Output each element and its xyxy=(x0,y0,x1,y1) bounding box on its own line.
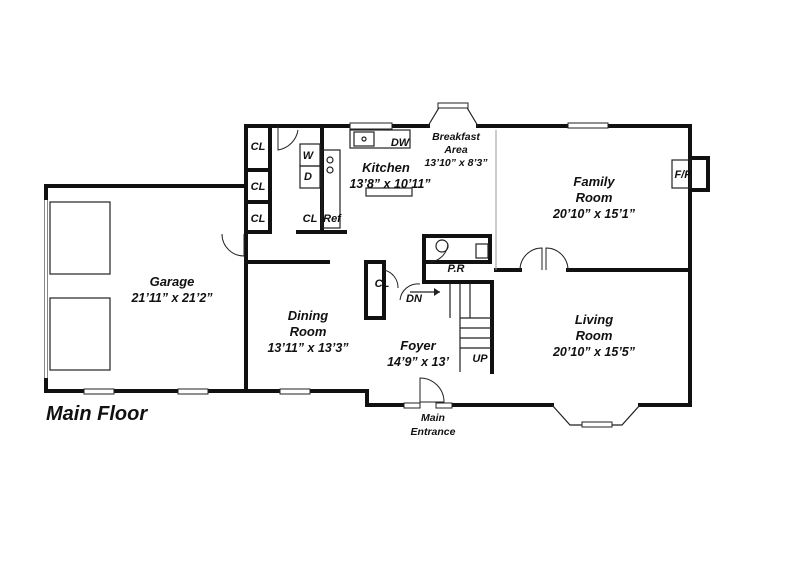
foyer-name: Foyer xyxy=(400,338,436,353)
family-name-2: Room xyxy=(576,190,613,205)
floor-title: Main Floor xyxy=(46,403,148,425)
family-name-1: Family xyxy=(573,174,615,189)
breakfast-dims: 13’10” x 8’3” xyxy=(424,157,488,169)
garage-dims: 21’11” x 21’2” xyxy=(130,291,213,305)
dining-dims: 13’11” x 13’3” xyxy=(267,341,349,355)
closet-tag: CL xyxy=(251,141,266,153)
dishwasher-tag: DW xyxy=(391,137,411,149)
room-labels: Garage 21’11” x 21’2” Dining Room 13’11”… xyxy=(130,131,635,438)
entrance-name-1: Main xyxy=(421,412,445,424)
kitchen-name: Kitchen xyxy=(362,160,410,175)
dryer-tag: D xyxy=(304,171,312,183)
closet-tag: CL xyxy=(251,213,266,225)
living-dims: 20’10” x 15’5” xyxy=(552,345,636,359)
living-name-1: Living xyxy=(575,312,613,327)
dining-name-1: Dining xyxy=(288,308,328,323)
closet-tag: CL xyxy=(375,278,390,290)
fireplace-tag: F/P xyxy=(674,169,692,181)
stairs-up-tag: UP xyxy=(472,353,488,365)
doors xyxy=(221,126,569,403)
garage-name: Garage xyxy=(150,274,195,289)
breakfast-name-2: Area xyxy=(443,144,468,156)
closet-tag: CL xyxy=(303,213,318,225)
windows xyxy=(49,102,641,428)
kitchen-dims: 13’8” x 10’11” xyxy=(349,177,431,191)
washer-tag: W xyxy=(303,150,315,162)
dining-name-2: Room xyxy=(290,324,327,339)
closet-tag: CL xyxy=(251,181,266,193)
living-name-2: Room xyxy=(576,328,613,343)
stairs-down-tag: DN xyxy=(406,293,423,305)
fixture-tags: CL CL CL CL CL DW W D Ref P.R F/P DN UP xyxy=(251,137,693,365)
breakfast-name-1: Breakfast xyxy=(432,131,480,143)
refrigerator-tag: Ref xyxy=(323,213,342,225)
fixtures xyxy=(299,129,492,372)
powder-room-tag: P.R xyxy=(448,263,465,275)
entrance-name-2: Entrance xyxy=(411,426,456,438)
foyer-dims: 14’9” x 13’ xyxy=(387,355,449,369)
family-dims: 20’10” x 15’1” xyxy=(552,207,636,221)
